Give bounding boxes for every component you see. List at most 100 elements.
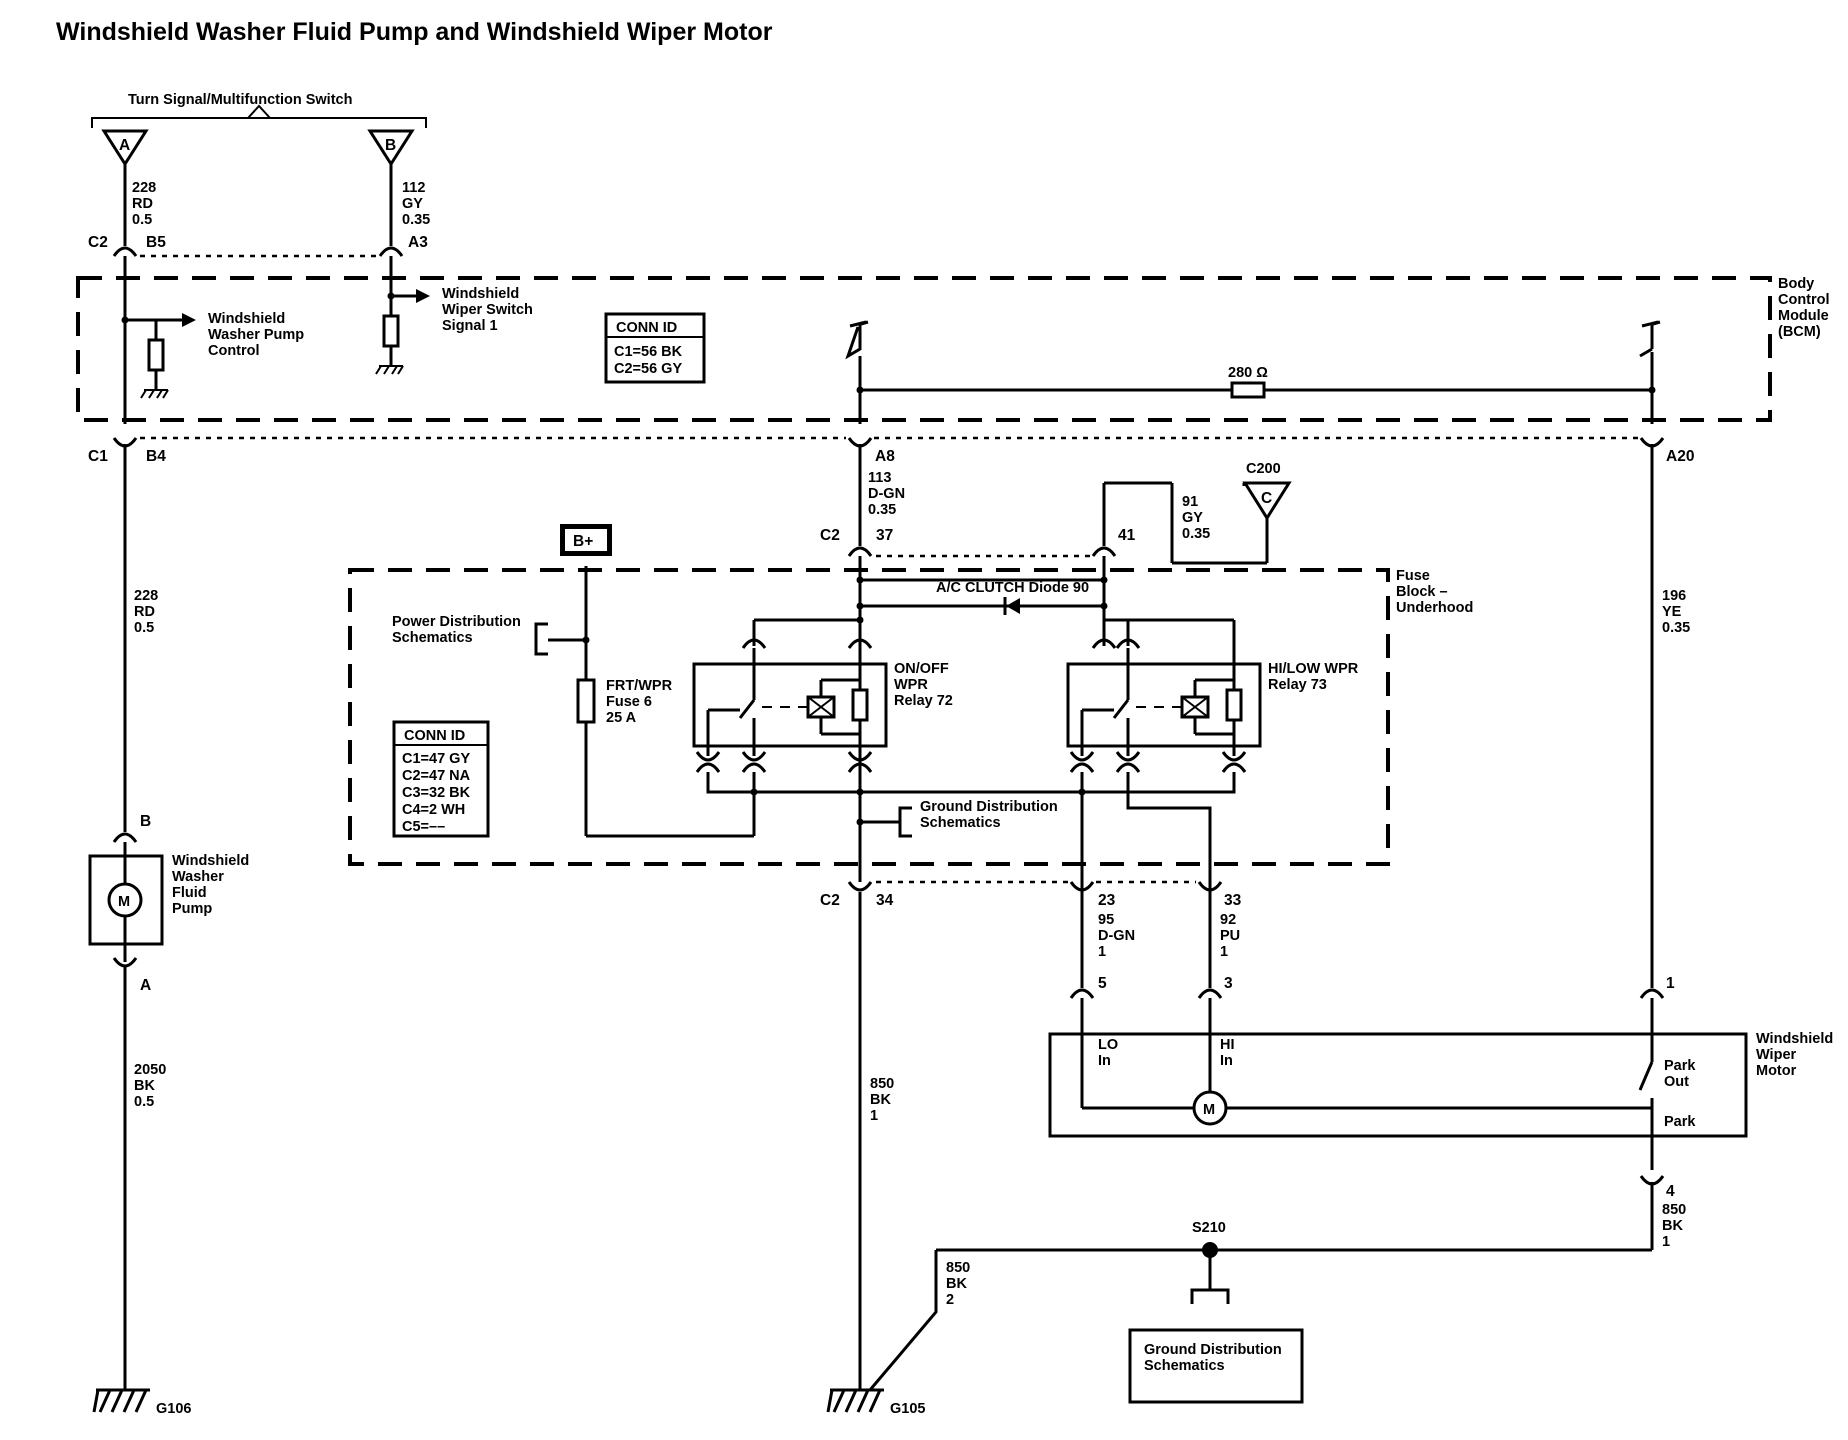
wire-850-right-number: 850 <box>1662 1202 1686 1218</box>
wire-112-gauge: 0.35 <box>402 212 430 228</box>
bcm-connector-c1: C1 B4 A8 A20 <box>88 436 1694 465</box>
windshield-wiper-motor: 5 3 1 Windshield Wiper Motor M LO In HI … <box>1048 975 1833 1200</box>
fb-conn-row-3: C3=32 BK <box>402 785 471 801</box>
resistor-280-icon <box>1230 381 1266 399</box>
c200-connector: C C200 <box>1102 461 1292 565</box>
fuse-block-label-2: Block – <box>1396 584 1448 600</box>
fuse-icon <box>576 678 596 724</box>
wire-850-right-color: BK <box>1662 1218 1683 1234</box>
pin-a8: A8 <box>875 448 895 465</box>
switch-pin-a-icon <box>101 129 149 167</box>
fuse-c2-top-label: C2 <box>820 527 840 544</box>
wire-112-color: GY <box>402 196 423 212</box>
relay72-label-1: ON/OFF <box>894 661 949 677</box>
pump-pin-b: B <box>140 813 151 830</box>
wire-850-bottom-gauge: 2 <box>946 1292 954 1308</box>
relay72-label-2: WPR <box>894 677 928 693</box>
wire-2050-color: BK <box>134 1078 155 1094</box>
ground-g106: G106 <box>92 1388 191 1417</box>
power-dist-label-1: Power Distribution <box>392 614 521 630</box>
fuse-c2-bot-label: C2 <box>820 892 840 909</box>
ground-g105: G105 <box>826 1388 925 1417</box>
motor-park-out-2: Out <box>1664 1074 1689 1090</box>
motor-pin-3: 3 <box>1224 975 1233 992</box>
c200-label: C200 <box>1246 461 1281 477</box>
wire-196-number: 196 <box>1662 588 1686 604</box>
motor-pin-4: 4 <box>1666 1183 1675 1200</box>
fuse-label-1: FRT/WPR <box>606 678 673 694</box>
relay73-label-2: Relay 73 <box>1268 677 1327 693</box>
motor-park: Park <box>1664 1114 1696 1130</box>
fuse-label-2: Fuse 6 <box>606 694 652 710</box>
wire-2050-number: 2050 <box>134 1062 166 1078</box>
switch-pin-b-icon <box>367 129 415 167</box>
fb-conn-row-4: C4=2 WH <box>402 802 465 818</box>
turn-signal-multifunction-switch: Turn Signal/Multifunction Switch A B <box>91 92 427 167</box>
pump-label-2: Washer <box>172 869 224 885</box>
power-dist-label-2: Schematics <box>392 630 473 646</box>
motor-lo-2: In <box>1098 1053 1111 1069</box>
motor-symbol: M <box>1203 1102 1215 1118</box>
pump-motor-symbol: M <box>118 894 130 910</box>
fuse-block-label-1: Fuse <box>1396 568 1430 584</box>
fb-conn-row-2: C2=47 NA <box>402 768 471 784</box>
fuse-block-connector-c2-bottom: C2 34 23 33 <box>820 880 1242 909</box>
diode-label: A/C CLUTCH Diode 90 <box>936 580 1089 596</box>
wire-228-gauge: 0.5 <box>132 212 152 228</box>
connector-c2-label: C2 <box>88 234 108 251</box>
relay-on-off-wpr-72: ON/OFF WPR Relay 72 <box>692 638 953 773</box>
washer-ctrl-label-3: Control <box>208 343 260 359</box>
fuse-block-underhood-box <box>348 568 1390 866</box>
diagram-title: Windshield Washer Fluid Pump and Windshi… <box>56 18 773 46</box>
ground-g106-icon <box>92 1388 150 1413</box>
pin-33: 33 <box>1224 892 1242 909</box>
connector-c1-label: C1 <box>88 448 108 465</box>
wire-850-left-gauge: 1 <box>870 1108 878 1124</box>
motor-pin-5: 5 <box>1098 975 1107 992</box>
wire-228-color: RD <box>132 196 153 212</box>
bcm-module-box <box>76 276 1772 422</box>
ground-dist-label-1: Ground Distribution <box>920 799 1058 815</box>
wire-2050-gauge: 0.5 <box>134 1094 154 1110</box>
ground-g106-label: G106 <box>156 1401 191 1417</box>
pump-pin-a: A <box>140 977 151 994</box>
ground-icon <box>375 365 404 375</box>
wire-228-mid-gauge: 0.5 <box>134 620 154 636</box>
pin-b4: B4 <box>146 448 166 465</box>
fuse-block-connector-c2-top: C2 37 41 <box>820 527 1136 558</box>
bcm-label-3: Module <box>1778 308 1829 324</box>
wire-850-bottom-color: BK <box>946 1276 967 1292</box>
wire-228-mid-color: RD <box>134 604 155 620</box>
washer-fluid-pump: B M A Windshield Washer Fluid Pump <box>88 813 249 994</box>
fb-conn-row-5: C5=–– <box>402 819 445 835</box>
wire-196-color: YE <box>1662 604 1682 620</box>
ground-icon <box>140 389 169 399</box>
wire-850-right-gauge: 1 <box>1662 1234 1670 1250</box>
wire-112-number: 112 <box>402 180 425 196</box>
wire-113-number: 113 <box>868 470 891 486</box>
c200-pin-icon <box>1242 481 1292 521</box>
wire-850-left-color: BK <box>870 1092 891 1108</box>
motor-lo-1: LO <box>1098 1037 1118 1053</box>
wire-91-number: 91 <box>1182 494 1198 510</box>
pump-label-4: Pump <box>172 901 212 917</box>
wire-91-color: GY <box>1182 510 1203 526</box>
washer-pump-control-circuit: Windshield Washer Pump Control <box>121 256 304 424</box>
motor-park-out-1: Park <box>1664 1058 1696 1074</box>
c200-pin: C <box>1261 490 1272 507</box>
wiper-switch-signal-circuit: Windshield Wiper Switch Signal 1 <box>375 256 533 375</box>
arrow-icon <box>416 289 430 303</box>
motor-pin-1: 1 <box>1666 975 1675 992</box>
wiper-sig-label-3: Signal 1 <box>442 318 498 334</box>
switch-label: Turn Signal/Multifunction Switch <box>128 92 352 108</box>
bcm-conn-title: CONN ID <box>616 320 677 336</box>
switch-pin-b: B <box>385 137 396 154</box>
relay72-label-3: Relay 72 <box>894 693 953 709</box>
pin-a3: A3 <box>408 234 428 251</box>
pin-37: 37 <box>876 527 893 544</box>
pin-34: 34 <box>876 892 894 909</box>
fuse-frt-wpr: FRT/WPR Fuse 6 25 A <box>576 678 756 838</box>
pin-41: 41 <box>1118 527 1136 544</box>
bcm-label-2: Control <box>1778 292 1830 308</box>
